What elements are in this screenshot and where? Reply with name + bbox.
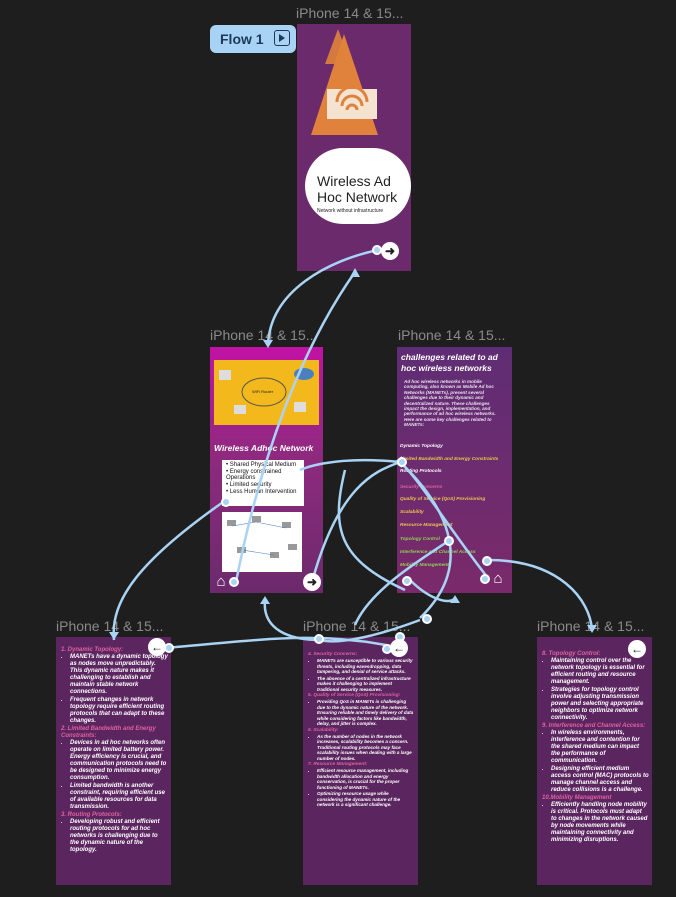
frame-title: challenges related to ad hoc wireless ne…	[401, 352, 498, 373]
home-icon[interactable]: ⌂	[493, 570, 503, 587]
bullet: Optimizing resource usage while consider…	[317, 791, 415, 808]
connector-dot[interactable]	[482, 556, 492, 566]
frame-title: Wireless Adhoc Network	[214, 443, 314, 453]
challenge-link-item[interactable]: Dynamic Topology	[400, 444, 443, 449]
connector-dot[interactable]	[444, 536, 454, 546]
frame-challenges-overview[interactable]: challenges related to ad hoc wireless ne…	[397, 347, 512, 593]
frame-label-6[interactable]: iPhone 14 & 15...	[537, 618, 645, 634]
connector-dot[interactable]	[422, 614, 432, 624]
frame-title-screen[interactable]: Wireless Ad Hoc Network Network without …	[297, 24, 411, 271]
frame-adhoc-network[interactable]: WiFi Router Wireless Adhoc Network • Sha…	[210, 347, 323, 593]
frame-challenges-4-7[interactable]: 4. Security Concerns: MANETs are suscept…	[303, 637, 418, 885]
adhoc-diagram-image: WiFi Router	[214, 360, 319, 425]
arrow-right-icon[interactable]: ➜	[381, 242, 399, 260]
feature-item: • Energy constrained Operations	[226, 469, 282, 481]
home-icon[interactable]: ⌂	[216, 573, 226, 590]
image-caption: WiFi Router	[252, 389, 274, 394]
connector-dot[interactable]	[480, 574, 490, 584]
challenge-link-item[interactable]: Scalability	[400, 510, 424, 515]
feature-item: • Limited security	[226, 482, 272, 488]
frame-label-5[interactable]: iPhone 14 & 15...	[303, 618, 411, 634]
section-heading: 7. Resource Management:	[308, 762, 368, 767]
bullet: As the number of nodes in the network in…	[317, 734, 415, 762]
frame-label-2[interactable]: iPhone 14 & 15...	[210, 327, 318, 343]
frame-label-4[interactable]: iPhone 14 & 15...	[56, 618, 164, 634]
connector-dot[interactable]	[221, 497, 231, 507]
bullet: Limited bandwidth is another constraint,…	[70, 783, 168, 811]
bullet: Devices in ad hoc networks often operate…	[70, 740, 168, 782]
features-list: • Shared Physical Medium • Energy constr…	[222, 460, 304, 506]
bullet: Frequent changes in network topology req…	[70, 697, 168, 725]
bullet: MANETs have a dynamic topology as nodes …	[70, 654, 168, 696]
arrow-left-icon[interactable]: ←	[628, 640, 646, 658]
subtitle-text: Network without infrastructure	[317, 208, 384, 214]
section-heading: 4. Security Concerns:	[308, 652, 358, 657]
bullet: Efficient resource management, including…	[317, 768, 415, 790]
flow-label: Flow 1	[220, 31, 264, 47]
connector-dot[interactable]	[314, 634, 324, 644]
bullet: Designing efficient medium access contro…	[551, 766, 649, 794]
title-oval: Wireless Ad Hoc Network Network without …	[305, 148, 411, 224]
frame-challenges-1-3[interactable]: 1. Dynamic Topology: MANETs have a dynam…	[56, 637, 171, 885]
frame-challenges-8-10[interactable]: 8. Topology Control: Maintaining control…	[537, 637, 652, 885]
arrow-right-icon[interactable]: ➜	[303, 573, 321, 591]
arrow-left-icon[interactable]: ←	[390, 639, 408, 657]
challenge-link-item[interactable]: Mobility Management	[400, 563, 449, 568]
bullet: The absence of a centralized infrastruct…	[317, 676, 415, 693]
flow-start-badge[interactable]: Flow 1	[210, 25, 296, 53]
connector-dot[interactable]	[402, 576, 412, 586]
bullet: Maintaining control over the network top…	[551, 658, 649, 686]
challenge-link-item[interactable]: Resource Management	[400, 523, 453, 528]
connector-dot[interactable]	[397, 457, 407, 467]
feature-item: • Shared Physical Medium	[226, 462, 297, 468]
bullet: MANETs are susceptible to various securi…	[317, 658, 415, 675]
section-heading: 2. Limited Bandwidth and Energy Constrai…	[61, 726, 156, 739]
section-heading: 5. Quality of Service (QoS) Provisioning…	[308, 693, 401, 698]
section-heading: 6. Scalability:	[308, 727, 339, 733]
section-heading: 3. Routing Protocols:	[61, 812, 122, 818]
play-icon[interactable]	[274, 30, 290, 46]
bullet: Providing QoS in MANETs is challenging d…	[317, 699, 415, 727]
feature-item: • Less Human Intervention	[226, 489, 297, 495]
challenge-link-item[interactable]: Topology Control	[400, 537, 440, 542]
frame-label-1[interactable]: iPhone 14 & 15...	[296, 5, 404, 21]
network-nodes-image	[222, 512, 302, 572]
challenge-link-item[interactable]: Routing Protocols	[400, 469, 442, 474]
challenge-link-item[interactable]: Interference and Channel Access	[400, 550, 476, 555]
section-heading: 8. Topology Control:	[542, 651, 601, 657]
section-heading: 1. Dynamic Topology:	[61, 647, 124, 653]
challenge-link-item[interactable]: Limited Bandwidth and Energy Constraints	[400, 457, 499, 462]
section-heading: 10.Mobility Management	[542, 795, 612, 801]
intro-text: Ad hoc wireless networks in mobile compu…	[404, 379, 496, 428]
bullet: In wireless environments, interference a…	[551, 730, 649, 765]
title-text: Wireless Ad Hoc Network	[317, 173, 398, 205]
bullet: Strategies for topology control involve …	[551, 687, 649, 722]
section-heading: 9. Interference and Channel Access:	[542, 723, 646, 729]
arrow-left-icon[interactable]: ←	[148, 638, 166, 656]
bullet: Efficiently handling node mobility is cr…	[551, 802, 649, 844]
frame-label-3[interactable]: iPhone 14 & 15...	[398, 327, 506, 343]
challenge-link-item[interactable]: Quality of Service (QoS) Provisioning	[400, 497, 486, 502]
connector-dot[interactable]	[229, 577, 239, 587]
challenge-link-item[interactable]: Security Concerns	[400, 485, 443, 490]
bullet: Developing robust and efficient routing …	[70, 819, 168, 854]
wifi-logo-icon	[311, 29, 378, 135]
